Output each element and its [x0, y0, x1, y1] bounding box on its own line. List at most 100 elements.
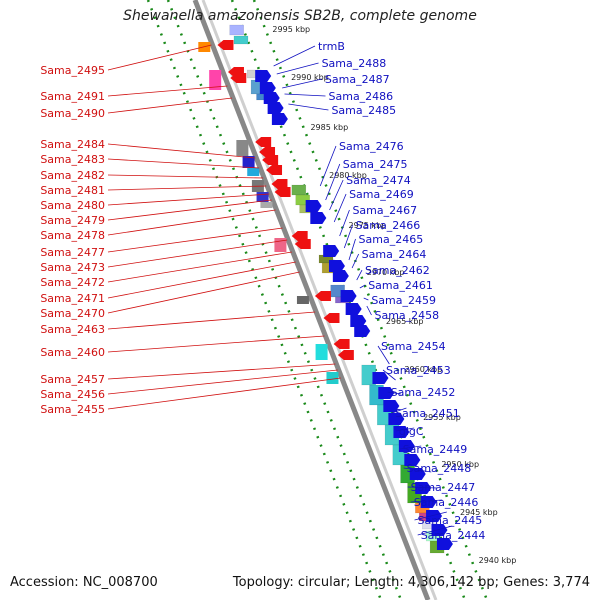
reverse-gene-label: Sama_2460 — [40, 346, 105, 359]
forward-gene-label: Sama_2464 — [362, 248, 427, 261]
reverse-leader-line — [107, 143, 256, 159]
reverse-gene-label: Sama_2481 — [40, 184, 105, 197]
forward-gene-label: Sama_2461 — [368, 279, 433, 292]
forward-leader-line — [377, 345, 390, 365]
forward-leader-line — [333, 193, 347, 223]
reverse-leader-line — [107, 271, 300, 314]
feature-block — [260, 202, 273, 208]
forward-gene-arrow — [255, 70, 272, 82]
forward-gene-label: Sama_2467 — [352, 204, 417, 217]
kbp-tick-label: 2990 kbp — [291, 73, 329, 82]
forward-leader-line — [382, 369, 396, 381]
forward-gene-arrow — [431, 524, 448, 536]
reverse-gene-label: Sama_2456 — [40, 388, 105, 401]
feature-block — [326, 372, 339, 384]
forward-gene-label: Sama_2448 — [407, 462, 472, 475]
reverse-gene-label: Sama_2479 — [40, 214, 105, 227]
reverse-gene-arrow — [217, 40, 234, 50]
forward-gene-arrow — [263, 92, 280, 104]
reverse-gene-label: Sama_2463 — [40, 323, 105, 336]
forward-gene-arrow — [420, 496, 437, 508]
forward-gene-label: Sama_2476 — [339, 140, 404, 153]
forward-gene-label: Sama_2486 — [329, 90, 394, 103]
forward-gene-label: Sama_2445 — [418, 514, 483, 527]
reverse-gene-label: Sama_2483 — [40, 153, 105, 166]
reverse-gene-label: Sama_2480 — [40, 199, 105, 212]
backbone-line — [192, 0, 431, 600]
reverse-gene-label: Sama_2471 — [40, 292, 105, 305]
forward-leader-line — [319, 145, 337, 187]
reverse-gene-label: Sama_2472 — [40, 276, 105, 289]
reverse-leader-line — [107, 193, 270, 206]
forward-gene-arrow — [388, 413, 405, 425]
reverse-leader-line — [107, 377, 341, 410]
forward-leader-line — [414, 511, 447, 521]
forward-leader-line — [348, 238, 356, 261]
feature-block — [242, 156, 255, 168]
reverse-gene-arrow — [259, 147, 276, 157]
forward-gene-label: Sama_2485 — [331, 104, 396, 117]
kbp-tick-label: 2940 kbp — [479, 556, 517, 565]
kbp-tick-label: 2975 kbp — [349, 221, 387, 230]
forward-gene-arrow — [323, 245, 340, 257]
forward-gene-arrow — [372, 372, 389, 384]
kbp-tick-label: 2945 kbp — [460, 508, 498, 517]
forward-gene-label: Sama_2444 — [421, 529, 486, 542]
forward-gene-label: Sama_2459 — [371, 294, 436, 307]
reverse-gene-arrow — [271, 179, 288, 189]
forward-gene-arrow — [328, 260, 345, 272]
forward-leader-line — [387, 391, 402, 395]
forward-gene-label: Sama_2462 — [365, 264, 430, 277]
forward-gene-label: Sama_2488 — [322, 57, 387, 70]
reverse-leader-line — [107, 44, 212, 71]
reverse-gene-arrow — [262, 155, 279, 165]
feature-block — [209, 70, 222, 90]
kbp-tick-label: 2995 kbp — [272, 25, 310, 34]
reverse-gene-label: Sama_2478 — [40, 229, 105, 242]
forward-gene-arrow — [383, 400, 400, 412]
forward-gene-label: Sama_2453 — [386, 364, 451, 377]
reverse-leader-line — [107, 97, 233, 114]
reverse-gene-arrow — [266, 165, 283, 175]
forward-gene-label: Sama_2454 — [381, 340, 446, 353]
forward-gene-label: Sama_2487 — [325, 73, 390, 86]
reverse-leader-line — [107, 227, 283, 253]
forward-gene-label: Sama_2474 — [346, 174, 411, 187]
reverse-gene-arrow — [337, 350, 354, 360]
kbp-tick-label: 2970 kbp — [367, 268, 405, 277]
feature-block — [296, 296, 309, 304]
feature-block — [236, 140, 249, 156]
reverse-gene-label: Sama_2490 — [40, 107, 105, 120]
reverse-gene-label: Sama_2484 — [40, 138, 105, 151]
reverse-leader-line — [107, 363, 336, 380]
reverse-leader-line — [107, 85, 228, 97]
forward-leader-line — [284, 93, 326, 97]
forward-gene-arrow — [345, 303, 362, 315]
forward-leader-line — [399, 445, 422, 450]
kbp-tick-label: 2955 kbp — [423, 413, 461, 422]
map-title: Shewanella amazonensis SB2B, complete ge… — [123, 8, 477, 24]
forward-leader-line — [273, 45, 316, 67]
reverse-gene-label: Sama_2482 — [40, 169, 105, 182]
forward-gene-label: Sama_2447 — [411, 481, 476, 494]
forward-gene-label: Sama_2465 — [359, 233, 424, 246]
forward-leader-line — [417, 525, 453, 536]
forward-gene-arrow — [415, 482, 432, 494]
forward-leader-line — [359, 284, 366, 289]
forward-leader-line — [363, 297, 369, 301]
feature-layer — [198, 24, 453, 554]
forward-gene-arrow — [378, 387, 395, 399]
reverse-leader-line — [107, 174, 264, 179]
genome-backbone — [192, 0, 438, 600]
feature-block — [315, 344, 328, 360]
reverse-gene-label: Sama_2470 — [40, 307, 105, 320]
forward-gene-arrow — [340, 290, 357, 302]
forward-leader-line — [366, 305, 372, 316]
reverse-gene-arrow — [314, 291, 331, 301]
kbp-tick-label: 2980 kbp — [329, 171, 367, 180]
forward-leader-line — [391, 407, 407, 414]
forward-leader-line — [351, 253, 360, 269]
forward-leader-line — [410, 499, 443, 503]
